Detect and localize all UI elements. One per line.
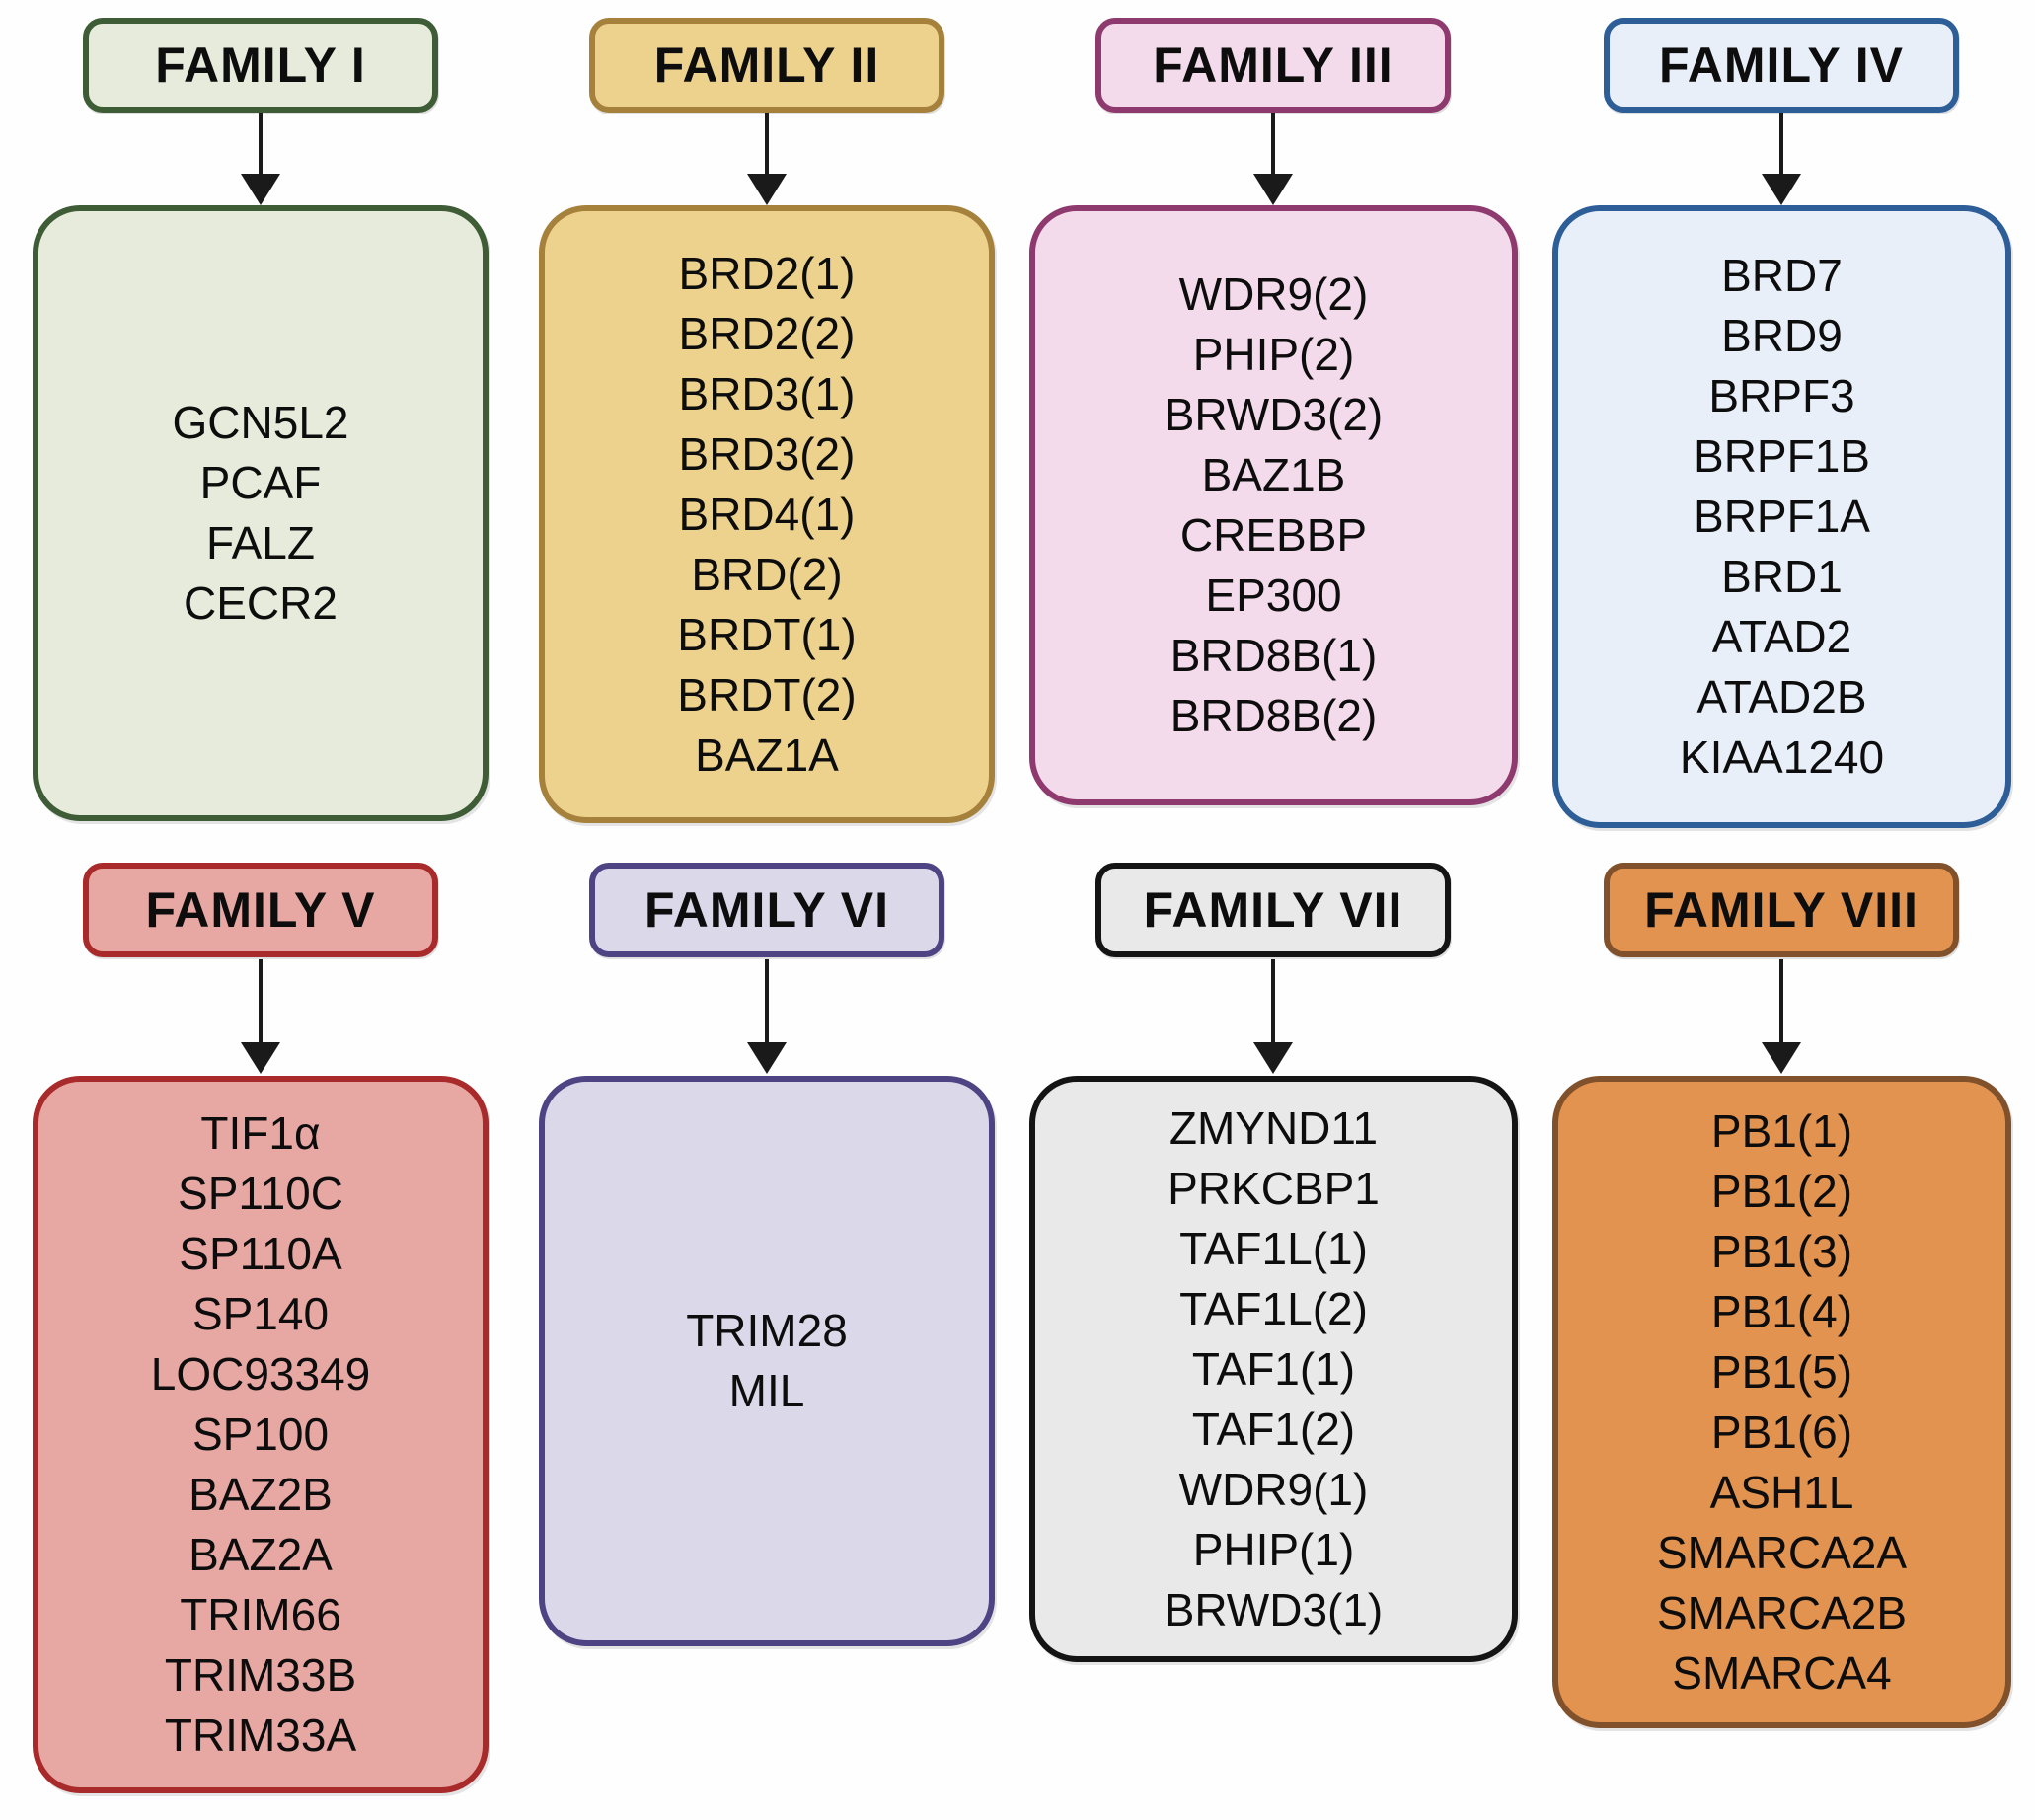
family-i-box: GCN5L2 PCAF FALZ CECR2	[33, 205, 489, 821]
family-iv-box: BRD7 BRD9 BRPF3 BRPF1B BRPF1A BRD1 ATAD2…	[1552, 205, 2011, 828]
family-v-header: FAMILY V	[83, 863, 438, 957]
family-ii-box: BRD2(1) BRD2(2) BRD3(1) BRD3(2) BRD4(1) …	[539, 205, 995, 823]
arrow-shaft	[1271, 113, 1275, 174]
family-vii-down-arrow-icon	[1253, 959, 1293, 1074]
family-i-header: FAMILY I	[83, 18, 438, 113]
family-i-members: GCN5L2 PCAF FALZ CECR2	[172, 397, 349, 629]
arrow-head	[1762, 1042, 1801, 1074]
family-iv-members: BRD7 BRD9 BRPF3 BRPF1B BRPF1A BRD1 ATAD2…	[1679, 250, 1885, 783]
family-iii-down-arrow-icon	[1253, 113, 1293, 205]
family-viii-title: FAMILY VIII	[1644, 882, 1919, 938]
family-viii-box: PB1(1) PB1(2) PB1(3) PB1(4) PB1(5) PB1(6…	[1552, 1076, 2011, 1728]
family-v-title: FAMILY V	[145, 882, 376, 938]
family-v-members: TIF1α SP110C SP110A SP140 LOC93349 SP100…	[150, 1107, 371, 1761]
family-v-down-arrow-icon	[241, 959, 280, 1074]
arrow-shaft	[765, 113, 769, 174]
family-iii-header: FAMILY III	[1095, 18, 1451, 113]
family-vi-box: TRIM28 MIL	[539, 1076, 995, 1646]
family-viii-header: FAMILY VIII	[1604, 863, 1959, 957]
family-i-title: FAMILY I	[155, 38, 366, 93]
arrow-head	[747, 174, 787, 205]
family-iv-down-arrow-icon	[1762, 113, 1801, 205]
family-viii-down-arrow-icon	[1762, 959, 1801, 1074]
family-ii-title: FAMILY II	[653, 38, 880, 93]
family-iii-box: WDR9(2) PHIP(2) BRWD3(2) BAZ1B CREBBP EP…	[1029, 205, 1518, 805]
arrow-head	[1253, 174, 1293, 205]
family-ii-members: BRD2(1) BRD2(2) BRD3(1) BRD3(2) BRD4(1) …	[677, 247, 857, 781]
family-vi-header: FAMILY VI	[589, 863, 944, 957]
family-vi-members: TRIM28 MIL	[686, 1305, 848, 1416]
family-vii-title: FAMILY VII	[1143, 882, 1403, 938]
arrow-head	[1253, 1042, 1293, 1074]
arrow-shaft	[765, 959, 769, 1042]
arrow-shaft	[259, 959, 263, 1042]
arrow-head	[747, 1042, 787, 1074]
arrow-head	[241, 1042, 280, 1074]
family-vii-box: ZMYND11 PRKCBP1 TAF1L(1) TAF1L(2) TAF1(1…	[1029, 1076, 1518, 1662]
family-ii-down-arrow-icon	[747, 113, 787, 205]
arrow-shaft	[1779, 113, 1783, 174]
arrow-shaft	[259, 113, 263, 174]
arrow-shaft	[1271, 959, 1275, 1042]
family-iv-header: FAMILY IV	[1604, 18, 1959, 113]
family-iv-title: FAMILY IV	[1659, 38, 1904, 93]
family-i-down-arrow-icon	[241, 113, 280, 205]
family-vii-members: ZMYND11 PRKCBP1 TAF1L(1) TAF1L(2) TAF1(1…	[1164, 1101, 1384, 1635]
family-vi-down-arrow-icon	[747, 959, 787, 1074]
family-iii-members: WDR9(2) PHIP(2) BRWD3(2) BAZ1B CREBBP EP…	[1164, 268, 1384, 741]
family-iii-title: FAMILY III	[1153, 38, 1394, 93]
family-v-box: TIF1α SP110C SP110A SP140 LOC93349 SP100…	[33, 1076, 489, 1793]
family-ii-header: FAMILY II	[589, 18, 944, 113]
family-vii-header: FAMILY VII	[1095, 863, 1451, 957]
arrow-head	[1762, 174, 1801, 205]
arrow-shaft	[1779, 959, 1783, 1042]
family-viii-members: PB1(1) PB1(2) PB1(3) PB1(4) PB1(5) PB1(6…	[1656, 1104, 1908, 1699]
family-vi-title: FAMILY VI	[644, 882, 889, 938]
arrow-head	[241, 174, 280, 205]
